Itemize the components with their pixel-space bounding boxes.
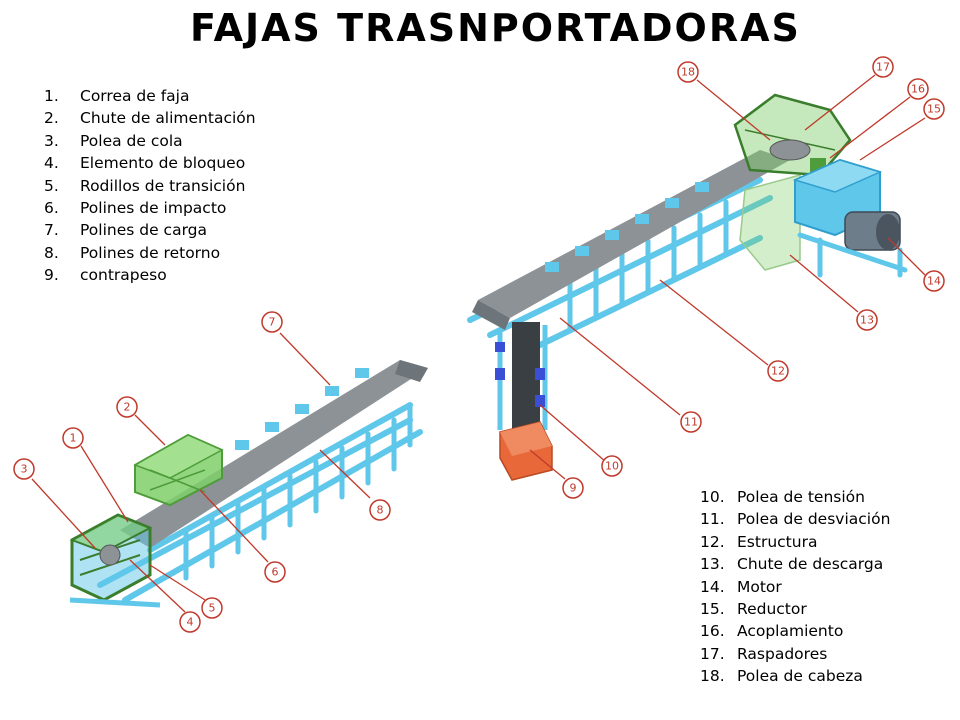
legend-label: Raspadores [737,644,828,663]
legend-label: Correa de faja [80,87,190,105]
head-pulley-guard [733,93,852,177]
legend-label: Polines de impacto [80,198,227,217]
legend-item: 11.Polea de desviación [700,510,891,529]
legend-label: Motor [737,577,782,596]
legend-label: Polea de tensión [737,488,865,506]
callout-6: 6 [264,561,286,583]
callout-18: 18 [677,61,699,83]
legend-label: Rodillos de transición [80,176,246,195]
head-conveyor [467,93,908,481]
legend-list-head-section: 10.Polea de tensión 11.Polea de desviaci… [700,486,890,688]
callout-14: 14 [923,270,945,292]
feed-chute [133,433,224,507]
motor [844,211,901,251]
legend-label: Polines de carga [80,221,208,240]
drive-base [797,232,908,278]
legend-item: 12.Estructura [700,532,818,551]
svg-text:14: 14 [927,275,941,288]
svg-text:16: 16 [911,83,925,96]
legend-label: Estructura [737,532,818,551]
callout-10: 10 [601,455,623,477]
legend-item: 2.Chute de alimentación [44,109,256,128]
callout-12: 12 [767,360,789,382]
legend-label: Chute de descarga [737,555,884,574]
tail-idlers [235,368,369,450]
svg-text:2: 2 [124,401,131,414]
callout-13: 13 [856,309,878,331]
legend-label: Reductor [737,599,807,618]
head-idlers [545,182,709,272]
svg-text:4: 4 [187,616,194,629]
svg-text:1: 1 [70,432,77,445]
svg-text:13: 13 [860,314,874,327]
svg-text:9: 9 [570,482,577,495]
leader-lines [31,74,926,613]
svg-text:8: 8 [377,504,384,517]
legend-item: 1.Correa de faja [44,87,190,105]
legend-label: Chute de alimentación [80,109,256,128]
head-legs [567,199,729,333]
legend-item: 3.Polea de cola [44,131,183,150]
svg-text:7: 7 [269,316,276,329]
legend-item: 15.Reductor [700,599,807,618]
legend-label: Polines de retorno [80,243,221,262]
svg-text:15: 15 [927,103,941,116]
tail-pulley-guard [69,513,153,602]
svg-text:10: 10 [605,460,619,473]
page-title: Fajas trasnportadoras [190,6,801,50]
tail-legs [183,402,413,581]
callout-5: 5 [201,597,223,619]
legend-item: 7.Polines de carga [44,221,208,240]
svg-text:17: 17 [876,61,890,74]
callout-2: 2 [116,396,138,418]
legend-item: 17.Raspadores [700,644,828,663]
legend-item: 10.Polea de tensión [700,488,865,506]
legend-item: 16.Acoplamiento [700,622,844,641]
head-belt-edge [472,300,510,330]
legend-label: Polea de cola [80,131,183,150]
svg-text:11: 11 [684,416,698,429]
callout-1: 1 [62,427,84,449]
legend-label: contrapeso [80,266,167,285]
svg-text:5: 5 [209,602,216,615]
tail-conveyor [69,360,428,608]
callout-11: 11 [680,411,702,433]
legend-label: Polea de desviación [737,510,891,529]
legend-item: 13.Chute de descarga [700,555,884,574]
tail-belt-edge [395,360,428,382]
svg-text:6: 6 [272,566,279,579]
legend-item: 14.Motor [700,577,782,596]
legend-item: 6.Polines de impacto [44,198,227,217]
legend-item: 4.Elemento de bloqueo [44,154,246,173]
legend-label: Polea de cabeza [737,667,863,686]
svg-text:12: 12 [771,365,785,378]
callout-15: 15 [923,98,945,120]
callout-3: 3 [13,458,35,480]
tail-structure [97,402,423,603]
legend-item: 18.Polea de cabeza [700,667,863,686]
tail-belt [120,360,428,548]
svg-text:18: 18 [681,66,695,79]
take-up-tower [495,322,548,432]
legend-item: 9.contrapeso [44,266,167,285]
callout-17: 17 [872,56,894,78]
legend-item: 5.Rodillos de transición [44,176,246,195]
callout-8: 8 [369,499,391,521]
callout-16: 16 [907,78,929,100]
counterweight [499,421,553,481]
legend-label: Elemento de bloqueo [80,154,246,173]
legend-label: Acoplamiento [737,622,844,641]
legend-item: 8.Polines de retorno [44,243,221,262]
discharge-chute [739,174,801,271]
head-belt [478,150,790,318]
callout-7: 7 [261,311,283,333]
svg-text:3: 3 [21,463,28,476]
legend-list-tail-section: 1.Correa de faja 2.Chute de alimentación… [44,85,256,287]
callout-9: 9 [562,477,584,499]
callout-4: 4 [179,611,201,633]
